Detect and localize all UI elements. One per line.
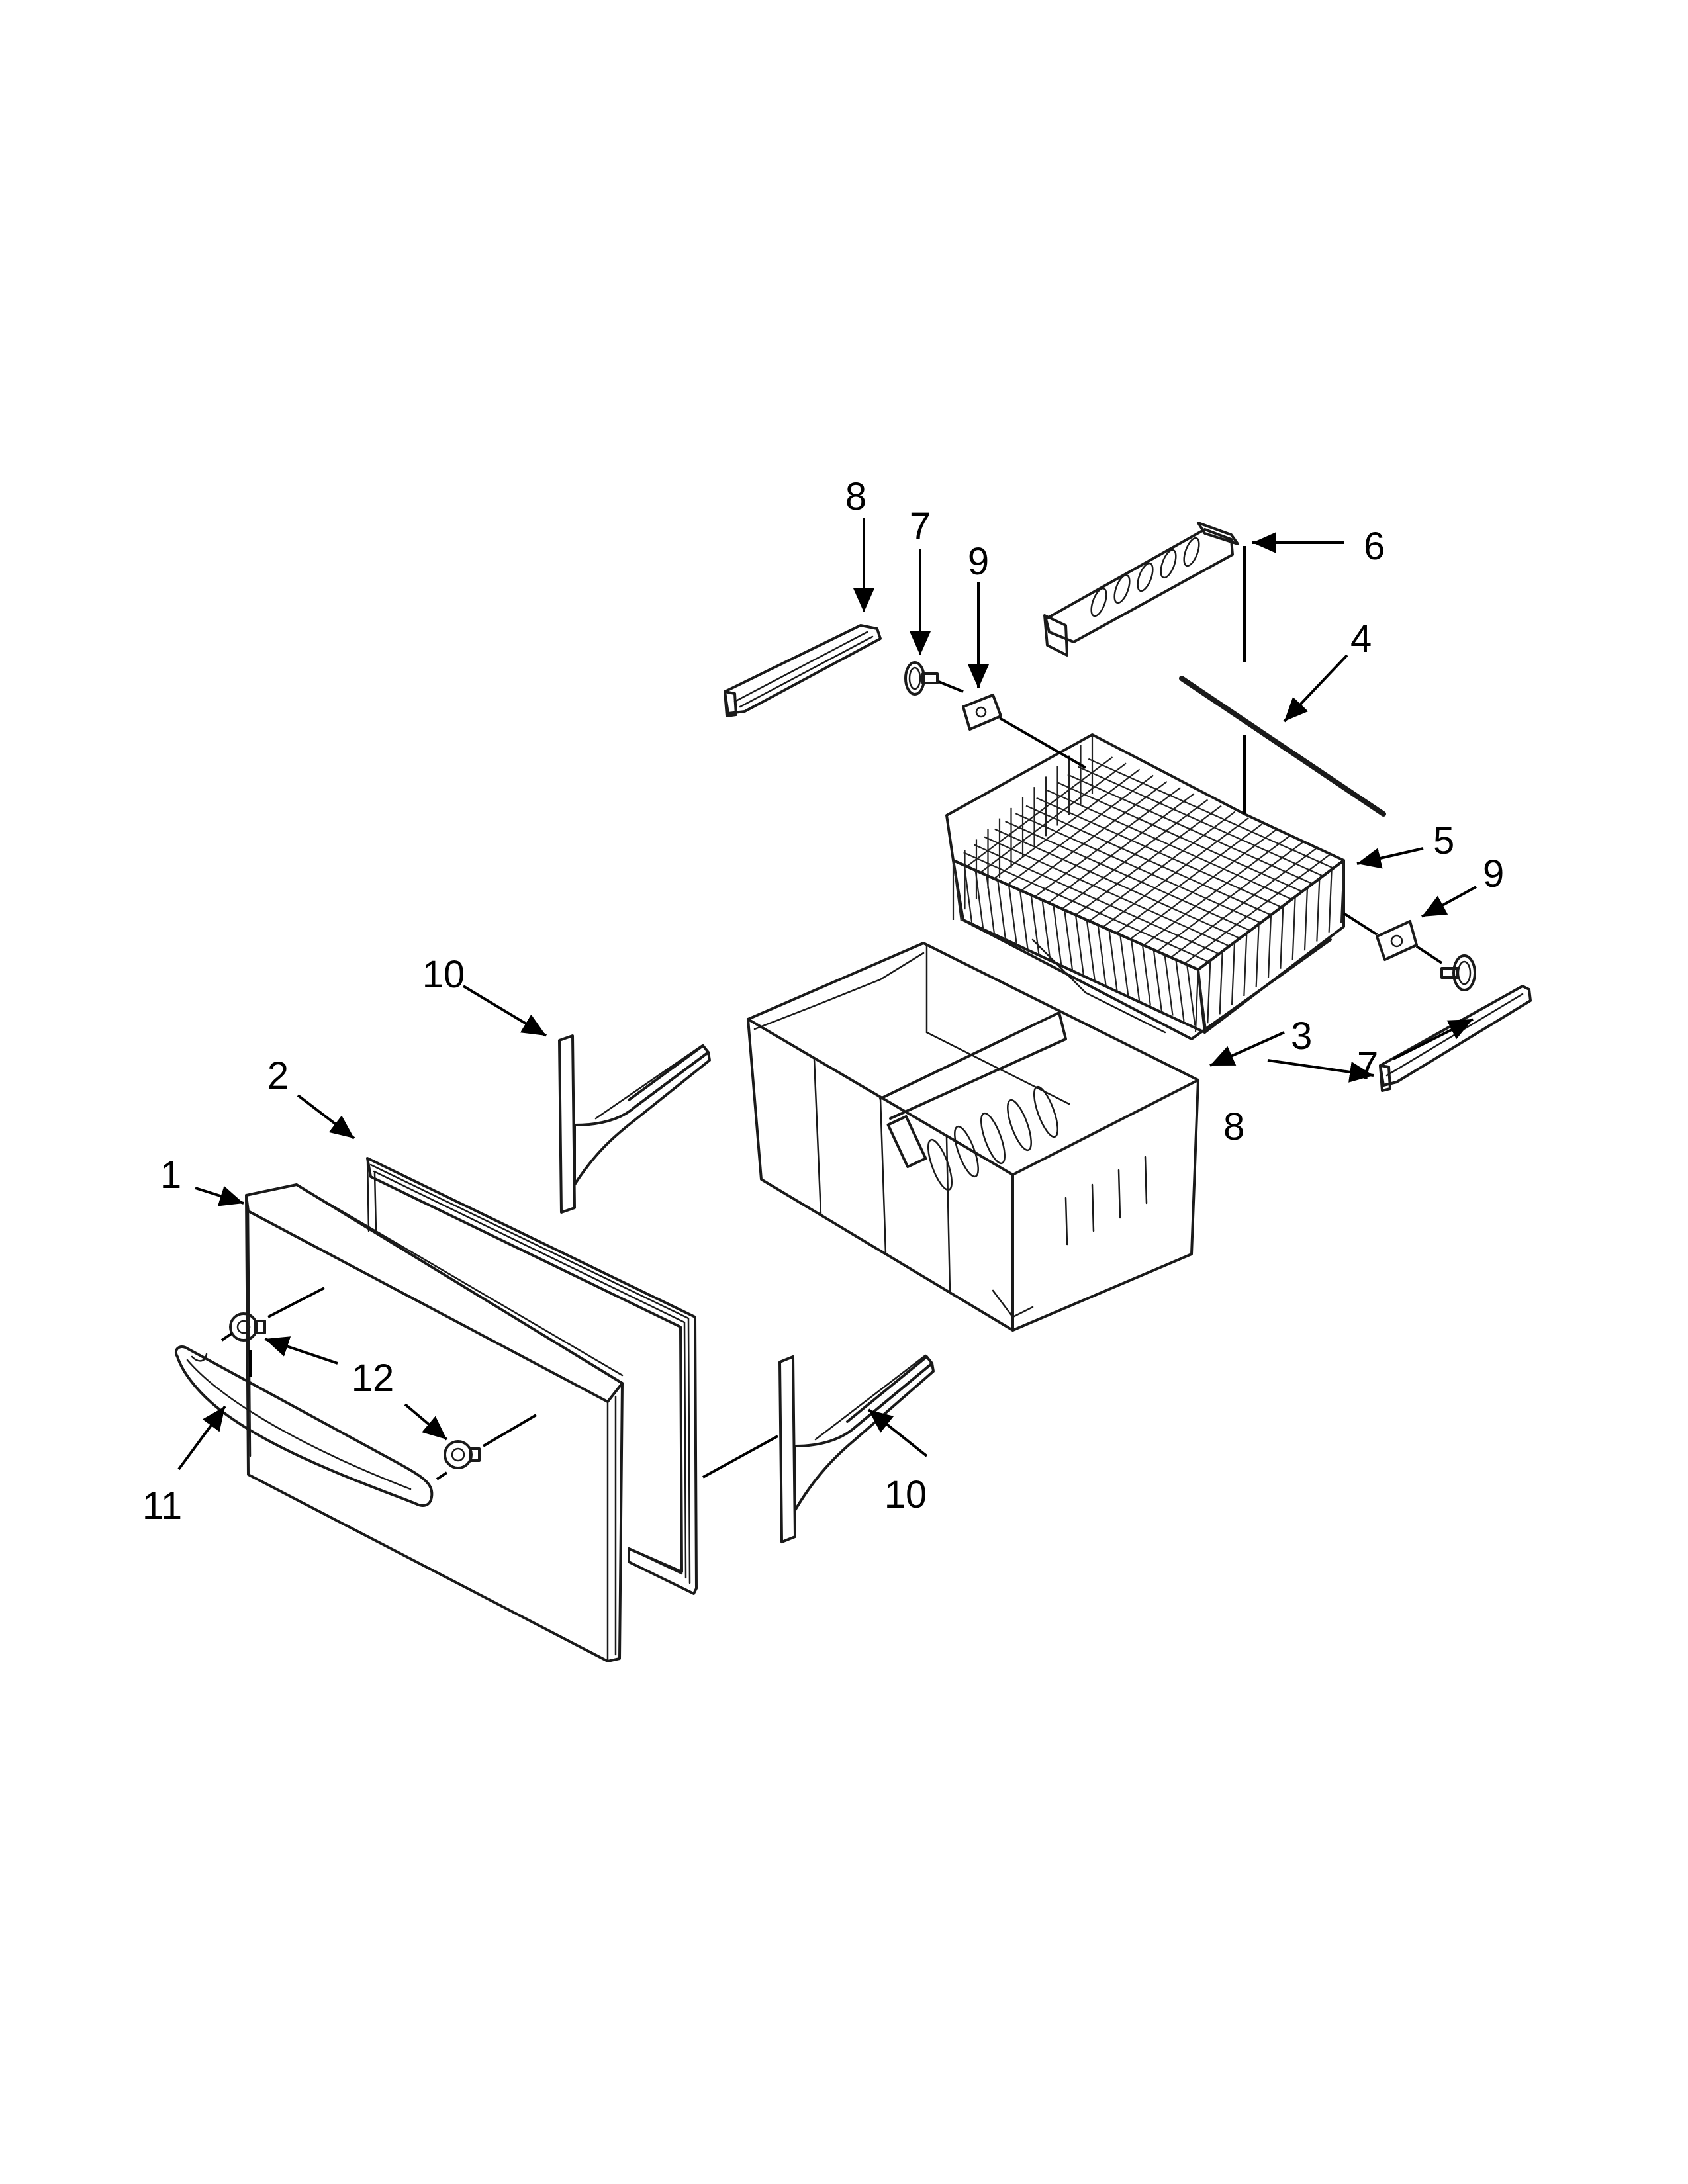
drawer-slide-bracket-left-part xyxy=(558,1034,711,1214)
assembly-guide-lines xyxy=(220,546,1443,1480)
basket-wall-wire xyxy=(1074,915,1085,976)
basket-wire xyxy=(994,828,1241,939)
basket-rod-part xyxy=(1179,676,1386,817)
drawer-front-part xyxy=(245,1183,624,1662)
basket-wire xyxy=(984,836,1230,947)
basket-wall-wire xyxy=(1008,885,1018,946)
callout-6: 6 xyxy=(1364,525,1385,568)
callout-11: 11 xyxy=(142,1484,182,1527)
basket-wall-wire xyxy=(1303,887,1309,951)
basket-wall-wire xyxy=(1243,933,1248,997)
callout-2: 2 xyxy=(267,1054,289,1097)
basket-wire xyxy=(1015,813,1261,924)
callout-leaders xyxy=(177,518,1477,1471)
basket-wall-wire xyxy=(1030,895,1040,956)
basket-wall-wire xyxy=(1280,905,1284,969)
basket-wall-wire xyxy=(1108,929,1118,991)
freezer-bin-part xyxy=(747,938,1199,1332)
door-gasket-part xyxy=(366,1157,698,1595)
basket-wall-wire xyxy=(1152,949,1162,1011)
basket-wire xyxy=(1036,797,1282,908)
basket-wall-wire xyxy=(1340,860,1345,924)
wire-basket-mesh xyxy=(952,735,1345,1033)
basket-wall-wire xyxy=(1053,905,1062,966)
basket-clip-upper-part xyxy=(962,694,1002,731)
basket-wall-wire xyxy=(1064,909,1074,972)
callout-10-lower: 10 xyxy=(884,1473,927,1516)
basket-wall-wire xyxy=(1119,934,1129,996)
basket-wall-wire xyxy=(1131,939,1141,1001)
basket-wire xyxy=(1088,758,1334,869)
callout-labels: 8 7 9 6 4 5 9 7 8 3 10 2 1 12 11 10 xyxy=(142,475,1504,1527)
basket-wall-wire xyxy=(1219,951,1223,1015)
basket-wall-wire xyxy=(1041,899,1051,962)
callout-9-upper: 9 xyxy=(968,540,989,583)
basket-wall-wire xyxy=(1255,924,1260,987)
slide-gear-upper-part xyxy=(904,661,939,696)
basket-wall-wire xyxy=(1186,964,1196,1026)
basket-wall-wire xyxy=(963,865,973,927)
callout-4: 4 xyxy=(1350,617,1372,660)
callout-8-lower: 8 xyxy=(1223,1105,1244,1148)
basket-wall-wire xyxy=(1328,869,1333,933)
basket-wire xyxy=(1025,805,1272,916)
basket-wire xyxy=(963,852,1209,963)
basket-wire xyxy=(1067,774,1313,885)
basket-wall-wire xyxy=(1097,925,1107,986)
basket-wall-wire xyxy=(1267,915,1272,978)
basket-wall-wire xyxy=(1086,919,1096,981)
drawer-handle-part xyxy=(174,1345,434,1507)
basket-clip-lower-part xyxy=(1376,920,1418,961)
callout-5: 5 xyxy=(1433,819,1454,862)
basket-wire xyxy=(1056,782,1303,893)
callout-10-upper: 10 xyxy=(422,953,465,996)
basket-wall-wire xyxy=(952,860,962,922)
basket-wall-wire xyxy=(1019,889,1029,952)
basket-wall-wire xyxy=(1141,944,1151,1006)
basket-wall-wire xyxy=(1197,969,1207,1031)
basket-divider-part xyxy=(1043,522,1239,657)
callout-9-lower: 9 xyxy=(1483,852,1504,895)
basket-wall-wire xyxy=(1316,878,1321,942)
basket-wall-wire xyxy=(1175,959,1185,1021)
slide-rail-upper-part xyxy=(724,624,882,717)
basket-wall-wire xyxy=(1194,969,1199,1033)
slide-gear-lower-part xyxy=(1440,954,1476,991)
drawer-slide-bracket-right-part xyxy=(778,1354,935,1543)
callout-8-upper: 8 xyxy=(845,475,867,518)
basket-wall-wire xyxy=(1164,954,1174,1016)
basket-wire xyxy=(973,844,1219,955)
wire-basket-part xyxy=(945,733,1345,1040)
callout-7-upper: 7 xyxy=(910,505,931,548)
basket-wall-wire xyxy=(1291,896,1296,960)
basket-wall-wire xyxy=(1231,942,1236,1005)
slide-rail-lower-part xyxy=(1379,985,1532,1092)
handle-screw-part-lower xyxy=(444,1440,481,1469)
basket-wall-wire xyxy=(1207,960,1211,1024)
callout-3: 3 xyxy=(1291,1015,1312,1058)
callout-7-lower: 7 xyxy=(1357,1044,1378,1087)
basket-wire xyxy=(1078,766,1324,877)
callout-12: 12 xyxy=(352,1357,395,1400)
basket-wall-wire xyxy=(997,880,1007,942)
basket-wire xyxy=(1005,821,1251,932)
callout-1: 1 xyxy=(160,1154,181,1197)
basket-wire xyxy=(1046,789,1292,900)
handle-screw-part-upper xyxy=(229,1312,266,1342)
